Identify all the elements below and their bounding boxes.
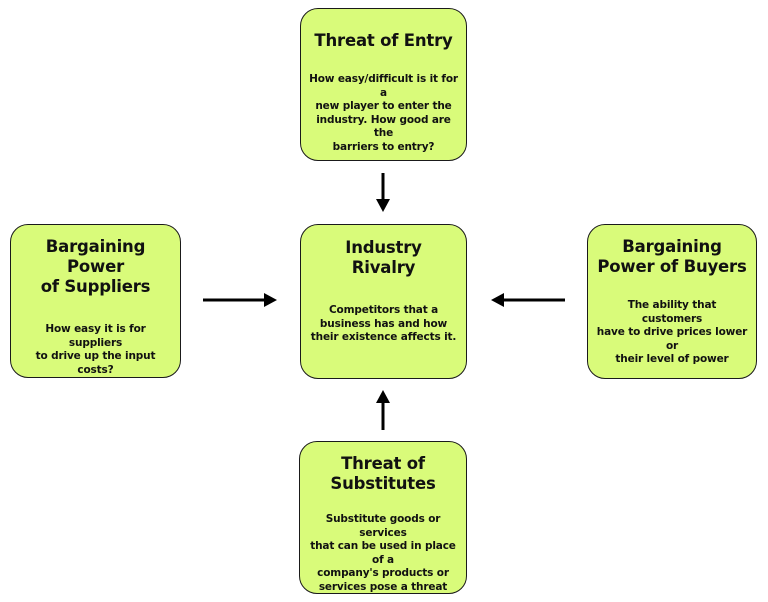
industry-rivalry-description: Competitors that a business has and how … — [310, 304, 457, 343]
arrow-up-icon — [376, 390, 390, 430]
threat-of-entry-title: Threat of Entry — [314, 31, 453, 50]
arrow-down-icon — [376, 173, 390, 212]
threat-of-entry-box: Threat of Entry How easy/difficult is it… — [300, 8, 467, 161]
threat-of-substitutes-title: Threat of Substitutes — [330, 454, 436, 493]
bargaining-power-buyers-description: The ability that customers have to drive… — [596, 299, 748, 365]
arrow-left-icon — [491, 293, 565, 307]
bargaining-power-buyers-title: Bargaining Power of Buyers — [597, 237, 747, 276]
threat-of-substitutes-description: Substitute goods or services that can be… — [310, 513, 456, 593]
threat-of-entry-description: How easy/difficult is it for a new playe… — [309, 73, 458, 153]
industry-rivalry-box: Industry Rivalry Competitors that a busi… — [300, 224, 467, 379]
bargaining-power-suppliers-title: Bargaining Power of Suppliers — [40, 237, 151, 296]
bargaining-power-buyers-box: Bargaining Power of Buyers The ability t… — [587, 224, 757, 379]
industry-rivalry-title: Industry Rivalry — [345, 238, 422, 277]
threat-of-substitutes-box: Threat of Substitutes Substitute goods o… — [299, 441, 467, 594]
bargaining-power-suppliers-box: Bargaining Power of Suppliers How easy i… — [10, 224, 181, 378]
bargaining-power-suppliers-description: How easy it is for suppliers to drive up… — [35, 323, 156, 376]
arrow-right-icon — [203, 293, 277, 307]
